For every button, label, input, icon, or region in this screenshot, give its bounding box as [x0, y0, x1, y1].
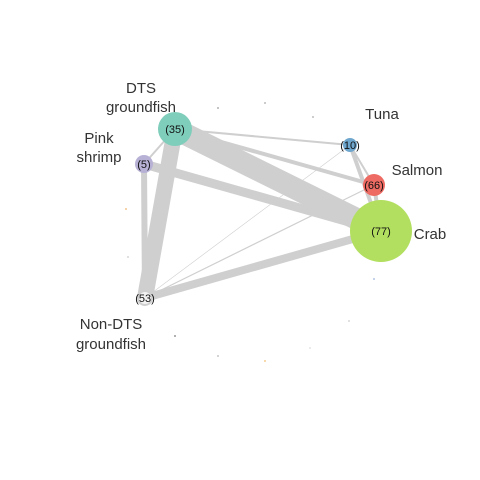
- node-label-line: Crab: [414, 226, 447, 243]
- node-label-line: groundfish: [76, 336, 146, 353]
- speck-4: [127, 256, 129, 258]
- node-label-line: groundfish: [106, 99, 176, 116]
- node-label-line: Salmon: [392, 162, 443, 179]
- speck-6: [348, 320, 350, 322]
- node-count-nondts: (53): [135, 293, 155, 305]
- node-nondts: [139, 292, 151, 304]
- network-nodes: (35) (5) (10) (66) (77) (53): [135, 112, 412, 305]
- node-label-pink: Pink shrimp: [76, 130, 121, 166]
- node-crab: [350, 200, 412, 262]
- node-count-salmon: (66): [364, 180, 384, 192]
- speck-7: [174, 335, 176, 337]
- node-count-crab: (77): [371, 226, 391, 238]
- node-label-line: shrimp: [76, 149, 121, 166]
- node-label-line: DTS: [126, 80, 156, 97]
- edge-pink-nondts: [141, 161, 148, 301]
- speck-8: [217, 355, 219, 357]
- node-label-line: Non-DTS: [80, 316, 143, 333]
- speck-1: [264, 102, 266, 104]
- edge-nondts-salmon: [144, 184, 375, 299]
- node-pink: [135, 155, 153, 173]
- node-salmon: [363, 174, 385, 196]
- node-label-nondts: Non-DTS groundfish: [76, 316, 146, 353]
- edge-dts-tuna: [174, 128, 351, 146]
- node-label-dts: DTS groundfish: [106, 80, 176, 116]
- edge-nondts-tuna: [144, 144, 351, 299]
- speck-5: [373, 278, 375, 280]
- edge-dts-nondts: [137, 121, 183, 306]
- node-label-salmon: Salmon: [392, 162, 443, 179]
- node-label-line: Tuna: [365, 106, 399, 123]
- speck-3: [125, 208, 127, 210]
- node-label-line: Pink: [84, 130, 114, 147]
- edge-pink-crab: [139, 159, 386, 236]
- node-count-pink: (5): [137, 159, 150, 171]
- node-label-tuna: Tuna: [365, 106, 399, 123]
- edge-dts-crab: [164, 118, 392, 242]
- speck-0: [217, 107, 219, 109]
- node-count-dts: (35): [165, 124, 185, 136]
- edge-nondts-crab: [141, 227, 385, 302]
- node-dts: [158, 112, 192, 146]
- node-count-tuna: (10): [340, 140, 360, 152]
- speck-2: [312, 116, 314, 118]
- edge-dts-salmon: [173, 127, 376, 187]
- decorative-specks: [125, 102, 375, 362]
- node-tuna: [343, 138, 357, 152]
- speck-10: [309, 347, 311, 349]
- node-label-crab: Crab: [414, 226, 447, 243]
- speck-9: [264, 360, 266, 362]
- network-edges: [137, 118, 392, 306]
